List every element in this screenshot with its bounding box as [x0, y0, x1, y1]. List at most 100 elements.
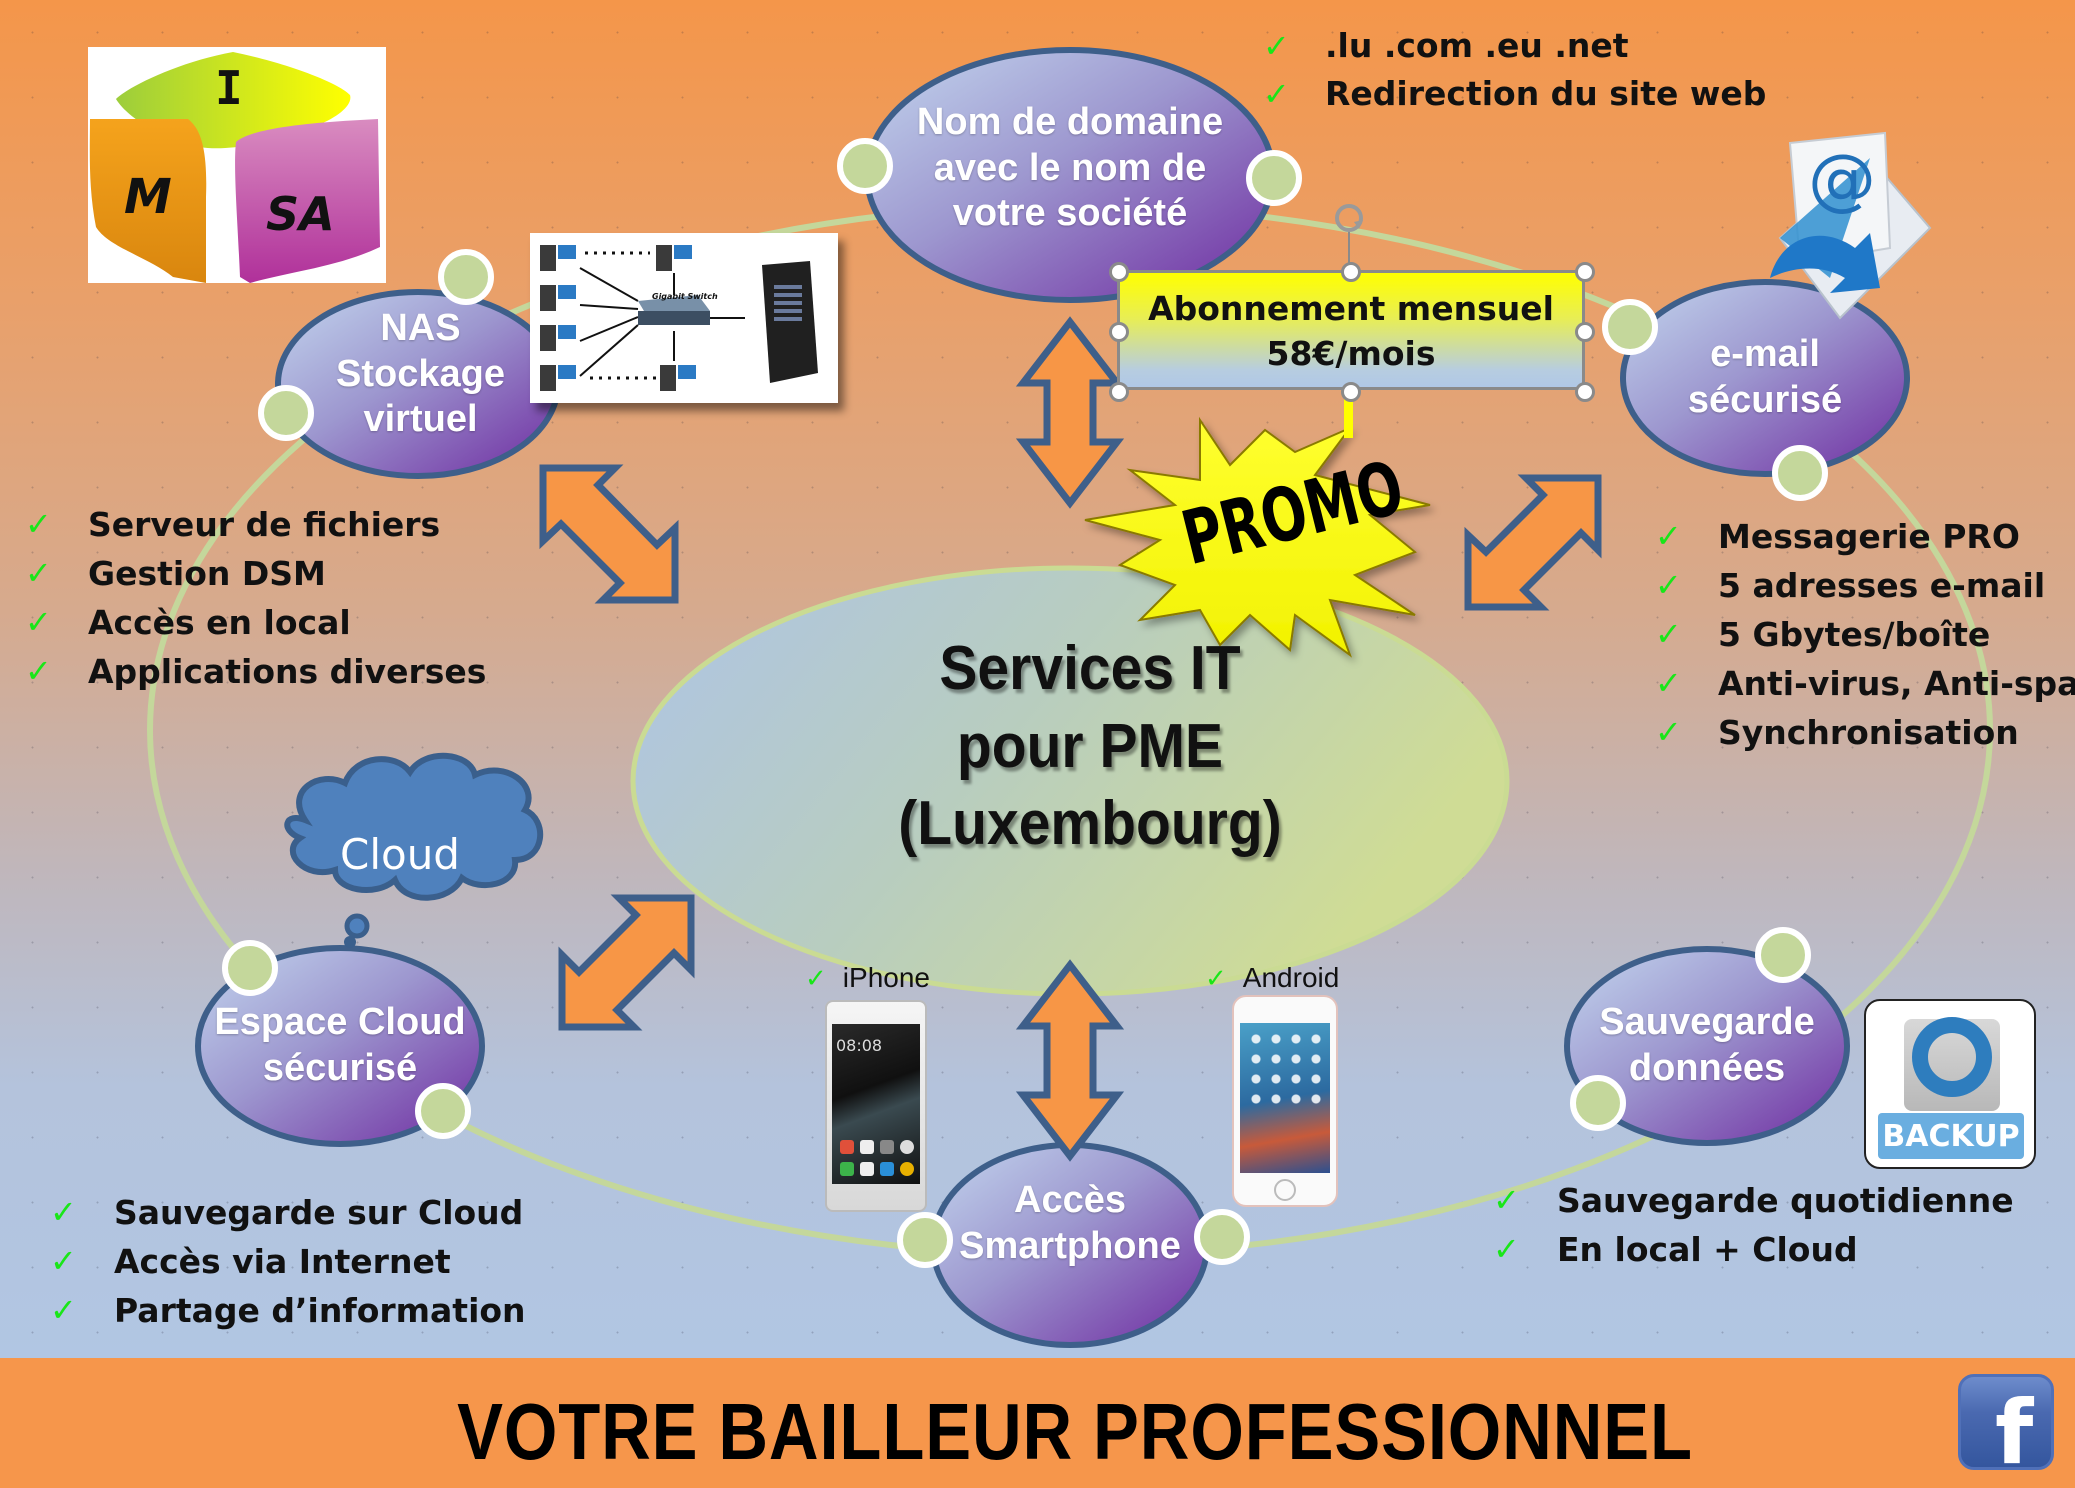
connector-dot: [1602, 299, 1658, 355]
connector-dot: [438, 249, 494, 305]
arrow-vertical-top: [1015, 316, 1125, 509]
list-item: ✓5 Gbytes/boîte: [1655, 610, 2075, 659]
check-icon: ✓: [50, 1291, 77, 1329]
list-item: ✓.lu .com .eu .net: [1263, 22, 1766, 70]
cloud-tail: [344, 913, 370, 939]
subscription-line1: Abonnement mensuel: [1148, 289, 1554, 328]
center-title-line1: Services IT: [939, 634, 1241, 703]
switch-label: Gigabit Switch: [652, 292, 718, 301]
node-cloud-shape: [195, 945, 485, 1147]
check-icon: ✓: [1655, 517, 1682, 555]
check-icon: ✓: [1655, 664, 1682, 702]
logo-letter-i: I: [215, 61, 243, 115]
check-icon: ✓: [805, 963, 827, 993]
node-domain-line1: Nom de domaine: [916, 101, 1224, 143]
connector-dot: [1772, 445, 1828, 501]
connector-dot: [415, 1083, 471, 1139]
connector-dot: [258, 385, 314, 441]
check-icon: ✓: [1493, 1181, 1520, 1219]
domain-features-list: ✓.lu .com .eu .net ✓Redirection du site …: [1263, 22, 1766, 118]
resize-handle[interactable]: [1575, 382, 1595, 402]
node-domain-line3: votre société: [952, 192, 1188, 235]
footer-title: VOTRE BAILLEUR PROFESSIONNEL: [457, 1387, 1693, 1476]
resize-handle[interactable]: [1341, 382, 1361, 402]
node-domain-line2: avec le nom de: [933, 146, 1207, 189]
check-icon: ✓: [25, 554, 52, 592]
node-domain-label[interactable]: Nom de domaine avec le nom de votre soci…: [867, 100, 1273, 237]
connector-dot: [1194, 1209, 1250, 1265]
node-smartphone-line1: Accès: [1014, 1179, 1126, 1221]
facebook-f-glyph: f: [1995, 1381, 2034, 1484]
resize-handle[interactable]: [1109, 382, 1129, 402]
list-item: ✓Gestion DSM: [25, 549, 486, 598]
node-cloud-line2: sécurisé: [262, 1046, 418, 1089]
check-icon: ✓: [25, 652, 52, 690]
check-icon: ✓: [1263, 75, 1290, 113]
cloud-features-list: ✓Sauvegarde sur Cloud ✓Accès via Interne…: [50, 1188, 526, 1335]
node-cloud-line1: Espace Cloud: [214, 1001, 466, 1043]
nas-network-image: Gigabit Switch: [530, 233, 838, 403]
promo-connector: [1344, 390, 1353, 438]
list-item: ✓Sauvegarde quotidienne: [1493, 1176, 2014, 1225]
poster-background: PROMO I M SA Nom de domaine avec le: [0, 0, 2075, 1358]
connector-dot: [897, 1212, 953, 1268]
subscription-box[interactable]: Abonnement mensuel 58€/mois: [1117, 270, 1585, 390]
node-cloud-label[interactable]: Espace Cloud sécurisé: [190, 1000, 490, 1091]
iphone-label: ✓iPhone: [805, 962, 930, 993]
node-email-label[interactable]: e-mail sécurisé: [1625, 332, 1905, 423]
center-title-line2: pour PME: [956, 711, 1224, 781]
list-item: ✓Applications diverses: [25, 647, 486, 696]
node-nas-line2: Stockage: [336, 352, 505, 395]
center-title-line3: (Luxembourg): [898, 789, 1282, 858]
check-icon: ✓: [1205, 963, 1227, 993]
connector-dot: [837, 138, 893, 194]
resize-handle[interactable]: [1341, 262, 1361, 282]
list-item: ✓Sauvegarde sur Cloud: [50, 1188, 526, 1237]
node-nas-line3: virtuel: [363, 398, 478, 441]
check-icon: ✓: [1263, 27, 1290, 65]
check-icon: ✓: [1655, 615, 1682, 653]
check-icon: ✓: [50, 1242, 77, 1280]
list-item: ✓Serveur de fichiers: [25, 500, 486, 549]
node-backup-shape: [1564, 946, 1850, 1146]
logo-letter-sa: SA: [266, 187, 335, 241]
cloud-bubble-label: Cloud: [340, 830, 460, 879]
center-title: Services IT pour PME (Luxembourg): [676, 630, 1504, 863]
node-nas-label[interactable]: NAS Stockage virtuel: [288, 306, 553, 443]
connector-dot: [1570, 1075, 1626, 1131]
list-item: ✓Redirection du site web: [1263, 70, 1766, 118]
list-item: ✓Partage d’information: [50, 1286, 526, 1335]
node-email-shape: [1620, 279, 1910, 477]
list-item: ✓Messagerie PRO: [1655, 512, 2075, 561]
resize-handle[interactable]: [1109, 322, 1129, 342]
facebook-icon[interactable]: f: [1958, 1374, 2054, 1484]
nas-features-list: ✓Serveur de fichiers ✓Gestion DSM ✓Accès…: [25, 500, 486, 696]
connector-dot: [1246, 150, 1302, 206]
check-icon: ✓: [25, 603, 52, 641]
resize-handle[interactable]: [1575, 262, 1595, 282]
node-smartphone-label[interactable]: Accès Smartphone: [930, 1178, 1210, 1269]
lifebuoy-icon: [1912, 1017, 1992, 1097]
connector-dots: [222, 138, 1828, 1268]
rotate-handle-icon[interactable]: [1335, 204, 1363, 232]
arrow-vertical-bottom: [1015, 959, 1125, 1162]
subscription-price: 58€/mois: [1266, 333, 1436, 373]
arrow-diagonal-email: [1464, 474, 1602, 611]
huawei-phone-image: 08:08: [825, 1000, 927, 1212]
node-backup-label[interactable]: Sauvegarde données: [1567, 1000, 1847, 1091]
check-icon: ✓: [50, 1193, 77, 1231]
footer-banner: VOTRE BAILLEUR PROFESSIONNEL f: [0, 1358, 2075, 1488]
backup-icon: BACKUP: [1864, 999, 2036, 1169]
check-icon: ✓: [25, 505, 52, 543]
iphone-image: [1232, 995, 1338, 1207]
connector-dot: [222, 940, 278, 996]
node-nas-line1: NAS: [380, 307, 461, 349]
resize-handle[interactable]: [1575, 322, 1595, 342]
list-item: ✓Anti-virus, Anti-spam: [1655, 659, 2075, 708]
node-backup-line2: données: [1628, 1046, 1786, 1089]
node-smartphone-line2: Smartphone: [959, 1224, 1181, 1267]
check-icon: ✓: [1655, 566, 1682, 604]
email-envelope-icon: @: [1760, 128, 1940, 328]
resize-handle[interactable]: [1109, 262, 1129, 282]
imsa-logo: I M SA: [88, 47, 386, 283]
